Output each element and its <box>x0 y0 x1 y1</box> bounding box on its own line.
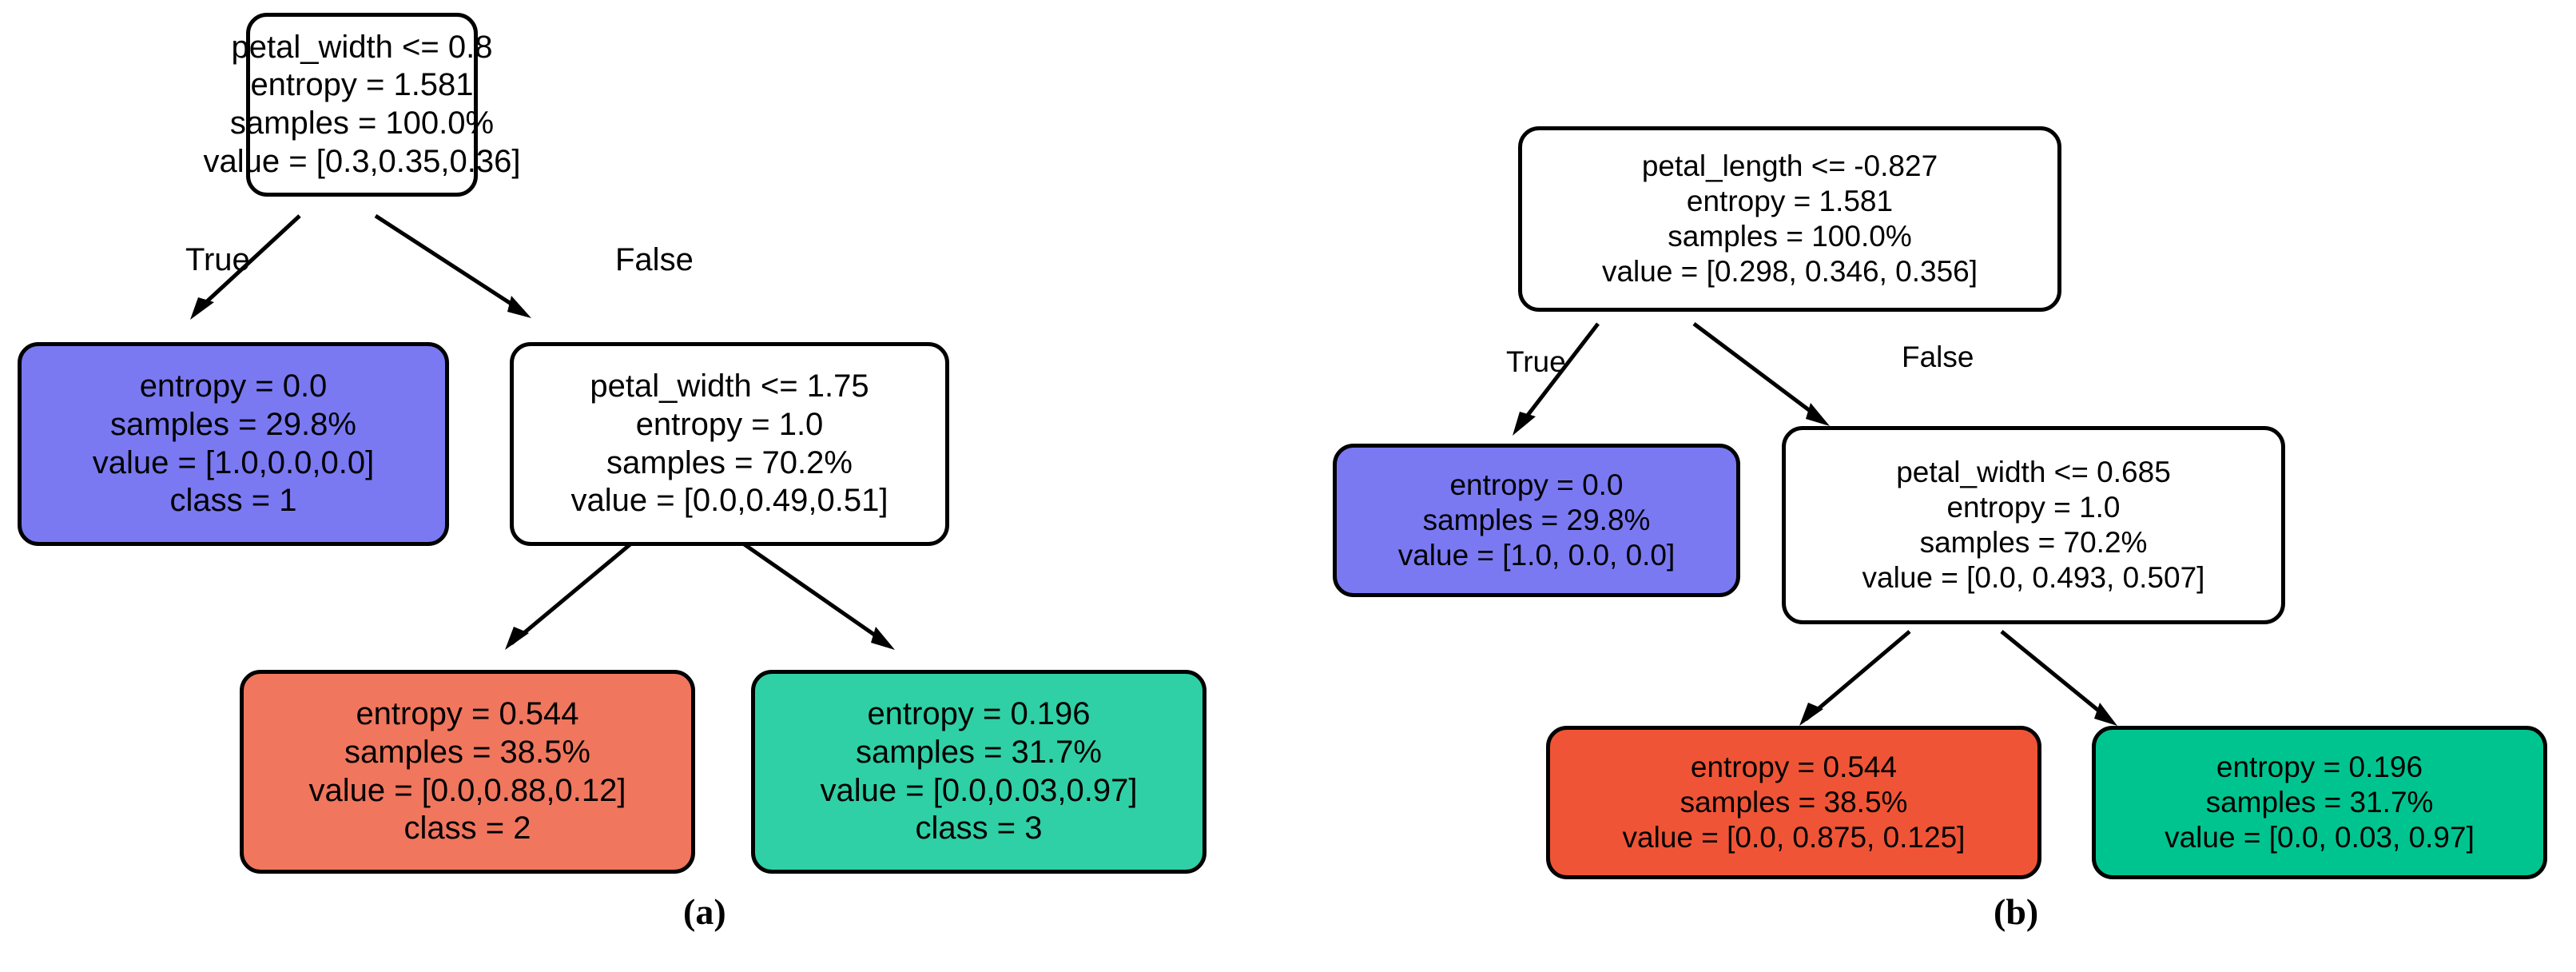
node-samples: samples = 100.0% <box>1668 220 1912 253</box>
node-root-b[interactable]: petal_length <= -0.827 entropy = 1.581 s… <box>1518 126 2061 312</box>
node-leaf-red-b[interactable]: entropy = 0.544 samples = 38.5% value = … <box>1546 726 2041 879</box>
node-value: value = [0.0,0.03,0.97] <box>820 772 1138 808</box>
node-root-a[interactable]: petal_width <= 0.8 entropy = 1.581 sampl… <box>204 13 521 197</box>
node-value: value = [0.0, 0.03, 0.97] <box>2165 821 2475 854</box>
node-class: class = 2 <box>403 811 531 847</box>
node-value: value = [0.0, 0.493, 0.507] <box>1862 561 2205 595</box>
node-value: value = [0.298, 0.346, 0.356] <box>1601 255 1978 289</box>
edge-label-true-a: True <box>185 242 250 277</box>
node-leaf-left-a[interactable]: entropy = 0.0 samples = 29.8% value = [1… <box>18 342 449 546</box>
panel-b-decision-tree: True False petal_length <= -0.827 entrop… <box>1278 0 2576 972</box>
panel-a-decision-tree: True False petal_width <= 0.8 entropy = … <box>0 0 1278 972</box>
node-samples: samples = 70.2% <box>1919 526 2148 559</box>
node-condition: petal_width <= 1.75 <box>590 368 869 404</box>
node-entropy: entropy = 1.581 <box>250 67 474 103</box>
node-samples: samples = 38.5% <box>1680 785 1908 819</box>
node-condition: petal_width <= 0.685 <box>1896 455 2171 488</box>
edge-root-to-internal-a <box>374 213 531 318</box>
node-value: value = [0.3,0.35,0.36] <box>203 143 521 179</box>
node-value: value = [0.0,0.49,0.51] <box>570 483 888 519</box>
node-value: value = [0.0,0.88,0.12] <box>308 772 626 808</box>
caption-panel-a: (a) <box>683 891 726 932</box>
node-samples: samples = 29.8% <box>1422 503 1651 536</box>
node-condition: petal_length <= -0.827 <box>1641 149 1938 182</box>
node-value: value = [0.0, 0.875, 0.125] <box>1622 821 1966 854</box>
node-internal-right-a[interactable]: petal_width <= 1.75 entropy = 1.0 sample… <box>510 342 949 546</box>
node-entropy: entropy = 0.0 <box>1449 468 1624 501</box>
edge-label-false-a: False <box>615 242 694 277</box>
node-value: value = [1.0, 0.0, 0.0] <box>1397 539 1676 572</box>
node-samples: samples = 31.7% <box>856 734 1102 770</box>
node-condition: petal_width <= 0.8 <box>231 29 493 65</box>
node-samples: samples = 70.2% <box>606 444 853 480</box>
node-leaf-green-a[interactable]: entropy = 0.196 samples = 31.7% value = … <box>751 670 1207 874</box>
node-entropy: entropy = 1.581 <box>1686 184 1894 217</box>
node-value: value = [1.0,0.0,0.0] <box>92 444 375 480</box>
edge-internal-to-red-leaf-a <box>505 542 633 650</box>
node-entropy: entropy = 1.0 <box>635 406 824 442</box>
node-entropy: entropy = 0.196 <box>2216 750 2423 783</box>
edge-internal-to-red-leaf-b <box>1799 630 1911 726</box>
edge-internal-to-green-leaf-b <box>2000 630 2117 726</box>
node-entropy: entropy = 0.196 <box>867 696 1091 732</box>
node-samples: samples = 31.7% <box>2205 785 2434 819</box>
node-entropy: entropy = 1.0 <box>1946 490 2121 524</box>
edge-root-to-left-leaf-a <box>190 214 301 320</box>
node-samples: samples = 38.5% <box>344 734 590 770</box>
node-samples: samples = 100.0% <box>229 106 495 141</box>
edge-root-to-left-leaf-b <box>1513 322 1600 436</box>
node-class: class = 1 <box>169 483 297 519</box>
node-samples: samples = 29.8% <box>110 406 356 442</box>
edge-label-true-b: True <box>1506 345 1566 378</box>
node-leaf-green-b[interactable]: entropy = 0.196 samples = 31.7% value = … <box>2092 726 2547 879</box>
node-leaf-red-a[interactable]: entropy = 0.544 samples = 38.5% value = … <box>240 670 695 874</box>
caption-panel-b: (b) <box>1994 891 2039 932</box>
edge-label-false-b: False <box>1902 341 1974 373</box>
node-internal-right-b[interactable]: petal_width <= 0.685 entropy = 1.0 sampl… <box>1782 426 2285 624</box>
edge-internal-to-green-leaf-a <box>741 541 895 650</box>
node-entropy: entropy = 0.544 <box>356 696 579 732</box>
node-leaf-left-b[interactable]: entropy = 0.0 samples = 29.8% value = [1… <box>1333 444 1740 597</box>
node-class: class = 3 <box>915 811 1043 847</box>
edge-root-to-internal-b <box>1692 322 1830 426</box>
node-entropy: entropy = 0.544 <box>1690 750 1898 783</box>
node-entropy: entropy = 0.0 <box>139 368 328 404</box>
